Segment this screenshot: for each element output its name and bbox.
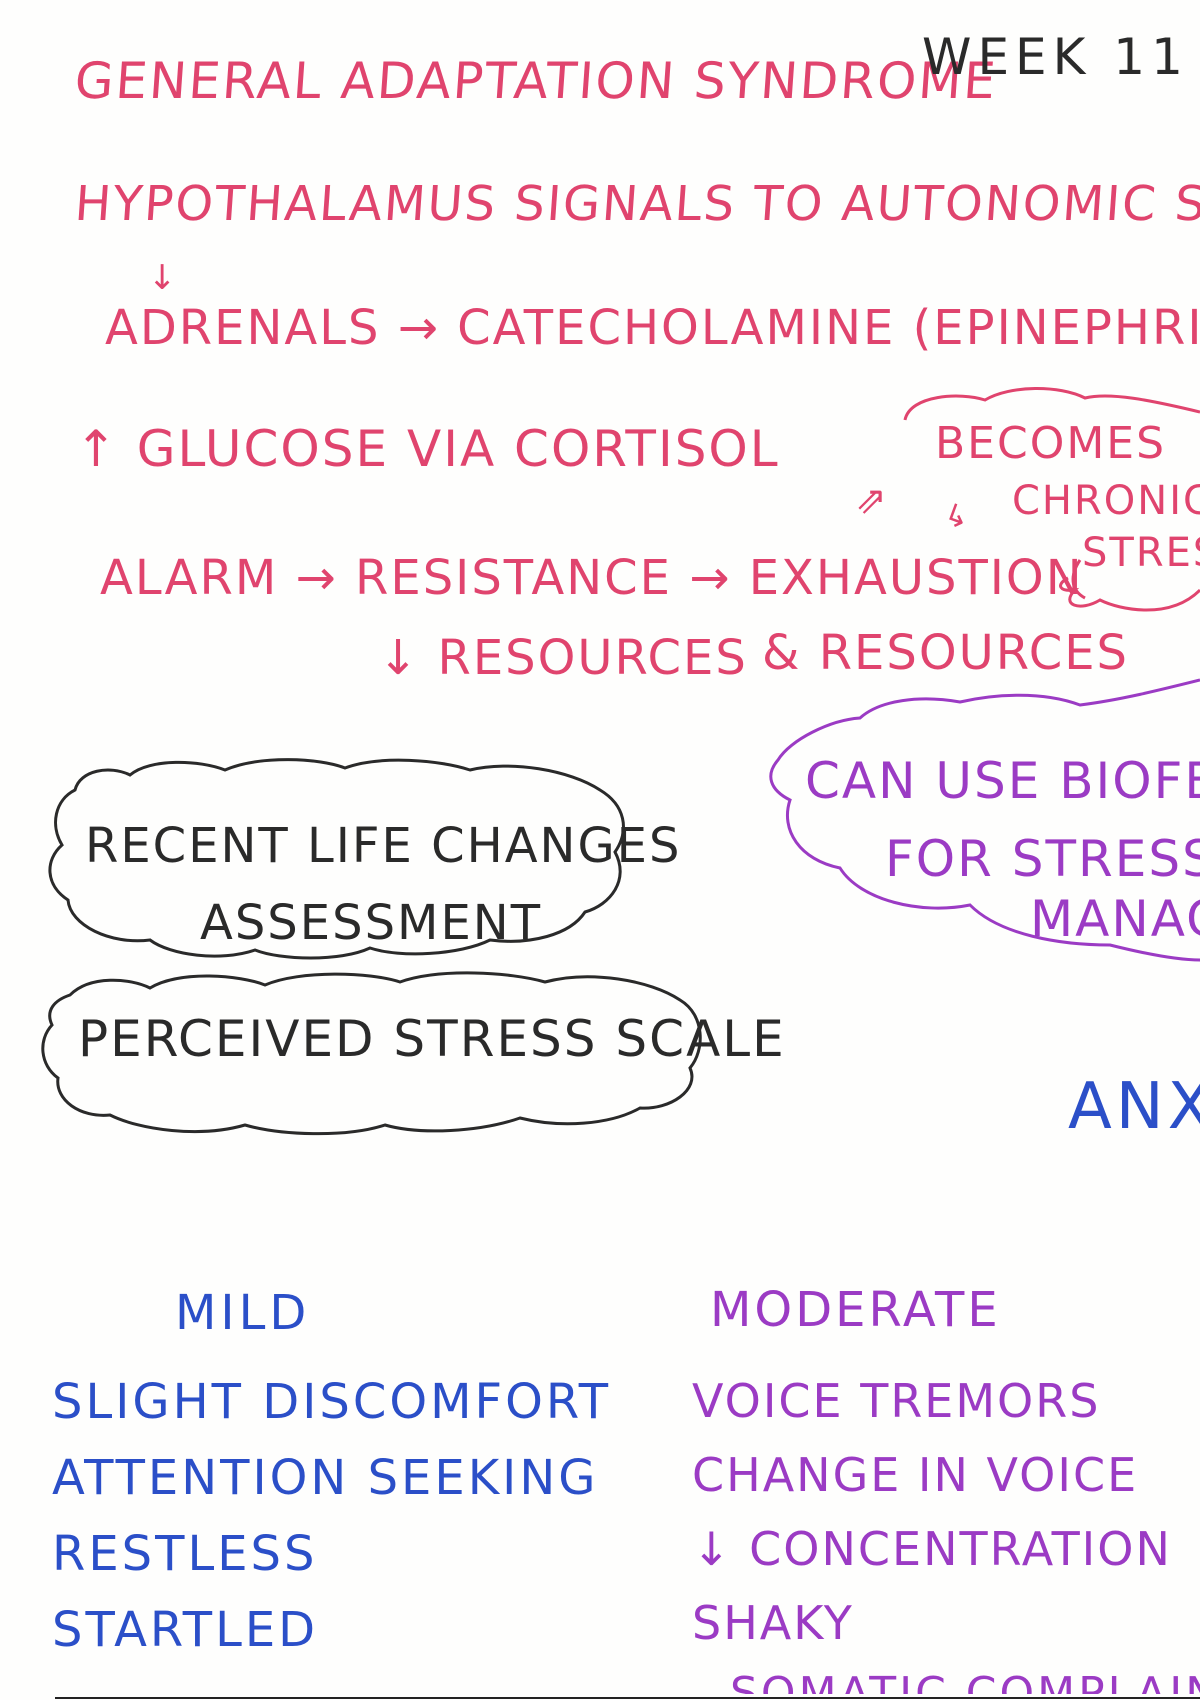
anxiety-heading: ANXI [1068, 1070, 1200, 1144]
perceived-stress-scale: PERCEIVED STRESS SCALE [78, 1010, 786, 1068]
note-adrenals: ADRENALS → CATECHOLAMINE (EPINEPHRINE) [105, 300, 1200, 356]
list-item: VOICE TREMORS [692, 1374, 1101, 1428]
recent-life-changes-line2: ASSESSMENT [200, 895, 543, 951]
moderate-list: VOICE TREMORS CHANGE IN VOICE ↓ CONCENTR… [692, 1364, 1172, 1660]
list-item: STARTLED [52, 1602, 319, 1658]
chronic-bubble-line2: CHRONIC [1012, 478, 1200, 524]
chronic-stress-bubble-outline [903, 387, 1200, 612]
biofeedback-line3: MANAG [1030, 890, 1200, 948]
list-item: ↓ CONCENTRATION [692, 1522, 1172, 1576]
biofeedback-bubble-outline [769, 678, 1200, 962]
list-item: CHANGE IN VOICE [692, 1448, 1139, 1502]
chronic-bubble-line3: STRES [1082, 530, 1200, 576]
week-label: WEEK 11 [922, 28, 1189, 86]
mild-list: SLIGHT DISCOMFORT ATTENTION SEEKING REST… [52, 1364, 611, 1668]
list-item-partial: SOMATIC COMPLAINTS [730, 1672, 1200, 1694]
perceived-stress-bubble-outline [41, 971, 702, 1136]
biofeedback-line1: CAN USE BIOFE [805, 752, 1200, 810]
note-hypothalamus: HYPOTHALAMUS SIGNALS TO AUTONOMIC SYSTEM [73, 176, 1200, 232]
moderate-heading: MODERATE [710, 1282, 1001, 1338]
down-arrow-icon: ↓ [148, 258, 179, 298]
recent-life-changes-line1: RECENT LIFE CHANGES [85, 818, 682, 874]
recent-life-changes-bubble-outline [48, 758, 625, 960]
note-stages: ALARM → RESISTANCE → EXHAUSTION [100, 550, 1084, 606]
up-right-arrow-icon: ⇗ [855, 478, 889, 522]
page-bottom-edge [55, 1697, 1200, 1699]
note-resources-depleted: & RESOURCES [762, 625, 1130, 681]
bracket-mark [1071, 559, 1086, 600]
note-glucose: ↑ GLUCOSE VIA CORTISOL [75, 420, 780, 478]
biofeedback-line2: FOR STRESS [885, 830, 1200, 888]
list-item: ATTENTION SEEKING [52, 1450, 599, 1506]
mild-heading: MILD [175, 1285, 311, 1341]
list-item: SLIGHT DISCOMFORT [52, 1374, 612, 1430]
list-item: SHAKY [692, 1596, 854, 1650]
chronic-bubble-line1: BECOMES [935, 418, 1167, 469]
list-item: RESTLESS [52, 1526, 318, 1582]
page-title: GENERAL ADAPTATION SYNDROME [72, 52, 1000, 110]
note-resources-decrease: ↓ RESOURCES [378, 630, 748, 686]
